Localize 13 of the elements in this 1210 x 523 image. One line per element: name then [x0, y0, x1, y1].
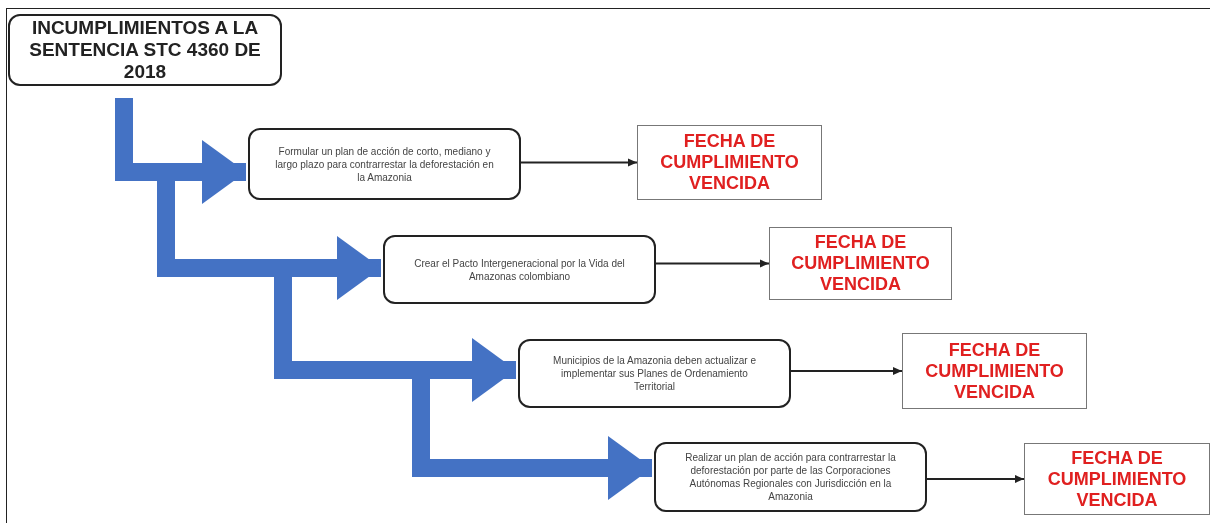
status-box: FECHA DE CUMPLIMIENTO VENCIDA — [902, 333, 1087, 409]
process-box: Formular un plan de acción de corto, mediano y largo plazo para contrarrestar la deforestación en la Amazonia — [248, 128, 521, 200]
process-box: Municipios de la Amazonia deben actualizar e implementar sus Planes de Ordenamiento Territorial — [518, 339, 791, 408]
process-box: Realizar un plan de acción para contrarrestar la deforestación por parte de las Corporaciones Autónomas Regionales con Jurisdicción en la Amazonia — [654, 442, 927, 512]
status-box: FECHA DE CUMPLIMIENTO VENCIDA — [637, 125, 822, 200]
process-box: Crear el Pacto Intergeneracional por la Vida del Amazonas colombiano — [383, 235, 656, 304]
status-box: FECHA DE CUMPLIMIENTO VENCIDA — [769, 227, 952, 300]
arrow — [790, 367, 903, 375]
arrow — [926, 475, 1025, 483]
arrow — [655, 259, 770, 268]
title-box: INCUMPLIMIENTOS A LA SENTENCIA STC 4360 DE 2018 — [8, 14, 282, 86]
status-box: FECHA DE CUMPLIMIENTO VENCIDA — [1024, 443, 1210, 515]
arrow — [520, 158, 638, 167]
